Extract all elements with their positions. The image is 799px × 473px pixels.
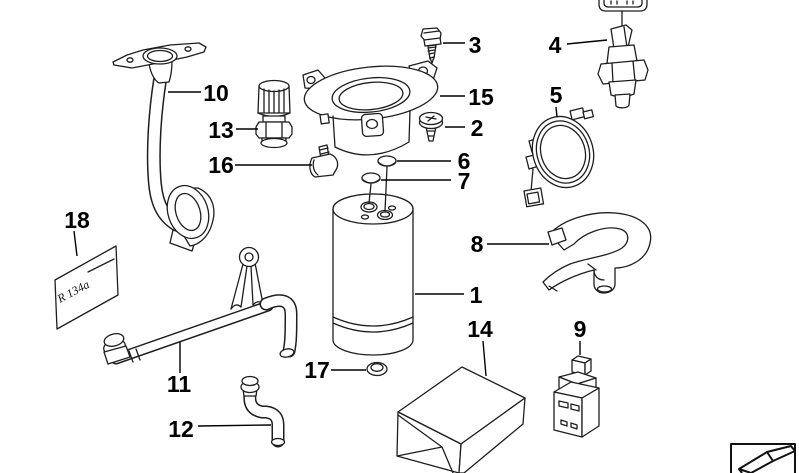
part-11-pressure-pipe xyxy=(103,246,298,365)
part-16-bolt xyxy=(309,144,339,178)
callout-4: 4 xyxy=(549,32,562,58)
callout-1: 1 xyxy=(470,282,483,308)
callout-5: 5 xyxy=(550,82,563,108)
callout-2: 2 xyxy=(471,115,484,141)
part-9-relay xyxy=(553,355,600,438)
leader-12 xyxy=(197,424,272,427)
part-17-o-ring xyxy=(366,361,388,377)
part-7-sealing-cap xyxy=(361,172,381,184)
callout-7: 7 xyxy=(458,168,471,194)
callout-17: 17 xyxy=(304,357,330,383)
part-1-receiver-drier xyxy=(332,166,414,356)
callout-12: 12 xyxy=(168,416,194,442)
leader-18 xyxy=(73,230,78,257)
callout-16: 16 xyxy=(208,152,234,178)
callout-13: 13 xyxy=(208,117,234,143)
part-14-carton-box xyxy=(396,366,526,473)
callout-14: 14 xyxy=(467,316,493,342)
callout-8: 8 xyxy=(471,231,484,257)
callout-6: 6 xyxy=(458,148,471,174)
part-13-valve-cap xyxy=(255,79,293,149)
flat-seal-icon xyxy=(730,443,796,473)
callout-11: 11 xyxy=(167,371,192,397)
callout-10: 10 xyxy=(203,80,229,106)
callout-18: 18 xyxy=(64,207,90,233)
part-15-mounting-flange xyxy=(302,60,439,156)
part-5-clamp-band xyxy=(523,107,595,208)
part-6-sealing-cap xyxy=(377,155,397,167)
part-8-holder-bracket xyxy=(542,212,652,294)
part-18-refrigerant-label: R 134a xyxy=(54,245,119,330)
callout-numbers: 3 4 10 15 5 2 13 6 16 7 18 8 1 14 9 11 1… xyxy=(64,32,586,442)
callout-15: 15 xyxy=(468,84,494,110)
leader-5 xyxy=(555,106,558,118)
part-3-screw xyxy=(420,27,442,64)
leader-lines xyxy=(73,39,608,427)
leader-4 xyxy=(566,39,608,45)
part-10-filler-pipe xyxy=(112,42,215,252)
leader-14 xyxy=(482,340,487,377)
part-4-pressure-switch xyxy=(597,0,649,109)
part-2-expanding-rivet xyxy=(418,111,444,142)
callout-9: 9 xyxy=(574,316,587,342)
part-12-elbow-hose xyxy=(240,375,286,448)
callout-3: 3 xyxy=(469,32,482,58)
